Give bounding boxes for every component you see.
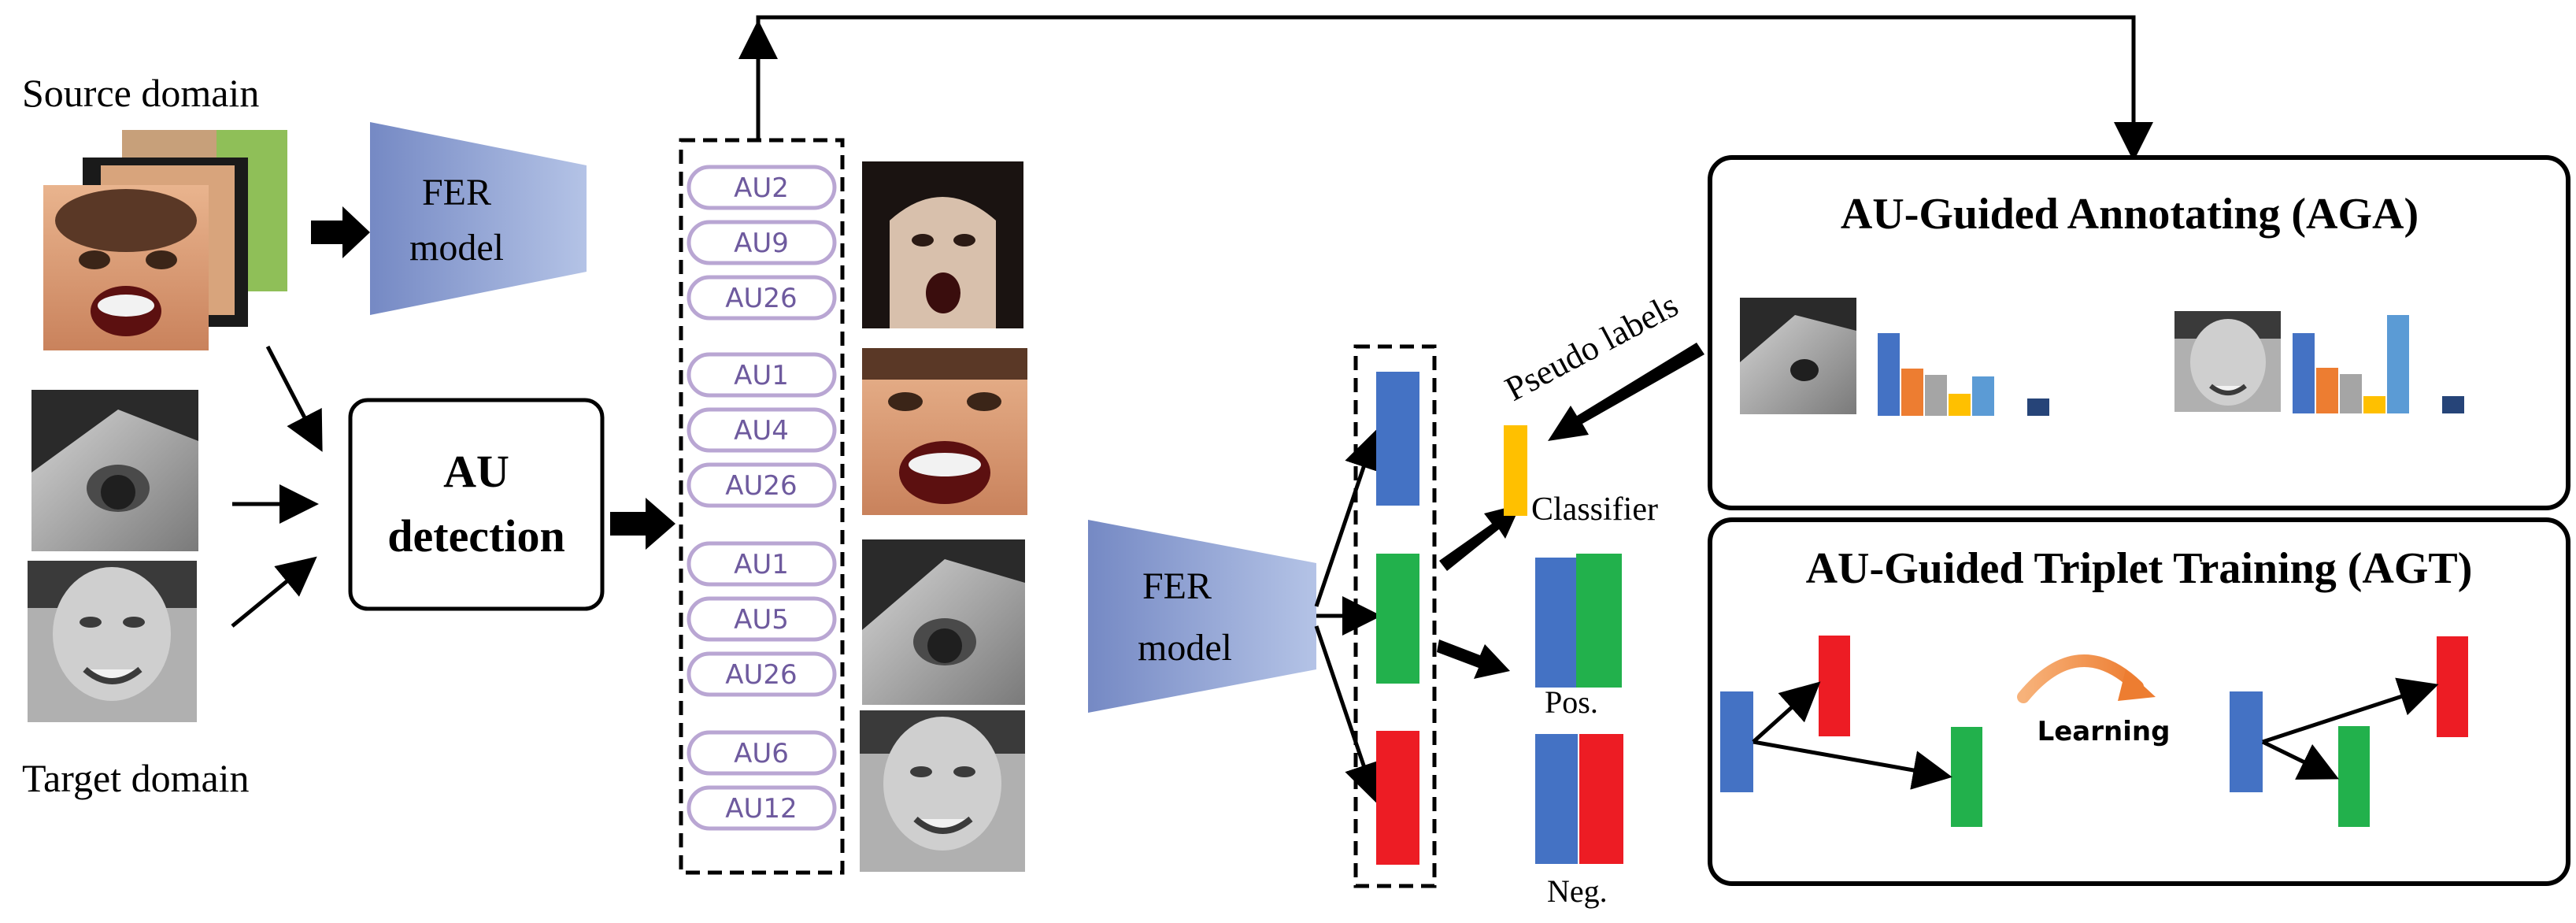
arrow-au-to-list [610, 498, 675, 550]
au-pill-label: AU4 [734, 415, 789, 447]
au-pill-label: AU26 [725, 659, 797, 691]
target-domain-label: Target domain [22, 756, 250, 800]
fer-model-mid-line1: FER [1142, 565, 1212, 607]
histogram-bar [2340, 374, 2362, 413]
classifier-bar [1504, 425, 1527, 516]
arrow-aga-to-classifier [1548, 343, 1704, 441]
agt-before-arrow-neg [1752, 681, 1821, 743]
aga-histogram-1 [1878, 333, 2049, 416]
histogram-bar [2293, 333, 2315, 413]
au-pill [687, 651, 837, 697]
au-pill-label: AU5 [734, 604, 789, 636]
agt-after-negative [2437, 636, 2468, 737]
agt-before-arrow-pos [1752, 740, 1952, 790]
agt-before-negative [1819, 636, 1850, 736]
au-pill [687, 785, 837, 831]
fer-model-top-line1: FER [422, 172, 491, 213]
au-pill [687, 407, 837, 453]
au-list-container [679, 138, 845, 875]
aga-box [1708, 155, 2570, 510]
classifier-label: Classifier [1531, 491, 1658, 528]
pos-blue [1535, 558, 1576, 688]
histogram-bar [1901, 369, 1923, 416]
aga-title: AU-Guided Annotating (AGA) [1841, 190, 2419, 239]
au-pill-label: AU6 [734, 738, 789, 769]
au-pill [687, 165, 837, 210]
au-pill-label: AU26 [725, 470, 797, 502]
au-pill-label: AU12 [725, 793, 797, 825]
au-pill-label: AU1 [734, 360, 789, 391]
target-face-images [28, 390, 198, 722]
au-detection-line2: detection [387, 510, 565, 562]
source-face-stack [43, 130, 287, 350]
arrow-green-to-classifier [1439, 504, 1521, 571]
agt-before-positive [1951, 727, 1982, 827]
pseudo-labels-text: Pseudo labels [1499, 286, 1685, 409]
au-pill [687, 275, 837, 321]
au-detection-line1: AU [443, 446, 509, 497]
au-pill [687, 220, 837, 265]
agt-after-positive [2338, 726, 2370, 827]
neg-label: Neg. [1547, 873, 1608, 909]
learning-label: Learning [2037, 716, 2171, 747]
arrow-green-to-pos [1437, 639, 1510, 679]
fer-model-top [370, 122, 587, 315]
histogram-bar [1925, 375, 1947, 416]
au-face-column [860, 161, 1027, 872]
au-pill [687, 352, 837, 398]
learning-arc-icon [2017, 654, 2144, 703]
feature-blue [1376, 372, 1419, 506]
histogram-bar [2027, 398, 2049, 416]
aga-histogram-2 [2293, 315, 2464, 413]
arrow-target2-to-au [231, 556, 317, 628]
histogram-bar [1878, 333, 1900, 416]
au-pill-label: AU1 [734, 549, 789, 580]
au-pill [687, 596, 837, 642]
agt-title: AU-Guided Triplet Training (AGT) [1806, 544, 2473, 593]
arrow-fer-to-blue [1314, 429, 1382, 607]
pos-green [1576, 554, 1622, 688]
histogram-bar [2316, 368, 2338, 413]
aga-face-1 [1740, 298, 1856, 414]
fer-model-mid [1088, 520, 1316, 713]
agt-after-anchor [2230, 691, 2263, 792]
fer-model-mid-line2: model [1138, 627, 1232, 669]
histogram-bar [2363, 396, 2385, 413]
feature-green [1376, 554, 1419, 684]
histogram-bar [1949, 394, 1971, 416]
agt-after-arrow-pos [2261, 740, 2339, 780]
au-pill-label: AU2 [734, 172, 789, 204]
agt-before-anchor [1720, 691, 1753, 792]
arrow-source-to-fer [311, 206, 370, 258]
fer-model-top-line2: model [409, 227, 504, 269]
au-pill-label: AU9 [734, 228, 789, 259]
au-pill-label: AU26 [725, 283, 797, 314]
neg-blue [1535, 734, 1578, 864]
source-domain-label: Source domain [22, 71, 259, 115]
learning-arc-head [2118, 669, 2156, 701]
agt-after-arrow-neg [2262, 677, 2439, 744]
au-pill [687, 541, 837, 587]
au-pill [687, 462, 837, 508]
feedback-arrow [756, 15, 2153, 161]
aga-face-2 [2174, 311, 2281, 412]
au-detection-box [348, 398, 605, 611]
feature-red [1376, 731, 1419, 865]
arrow-fer-to-red [1314, 625, 1382, 803]
au-pill [687, 730, 837, 776]
pos-label: Pos. [1545, 684, 1598, 720]
histogram-bar [2442, 396, 2464, 413]
histogram-bar [2387, 315, 2409, 413]
histogram-bar [1972, 376, 1994, 416]
arrow-source-to-au [265, 345, 323, 452]
neg-red [1579, 734, 1623, 864]
